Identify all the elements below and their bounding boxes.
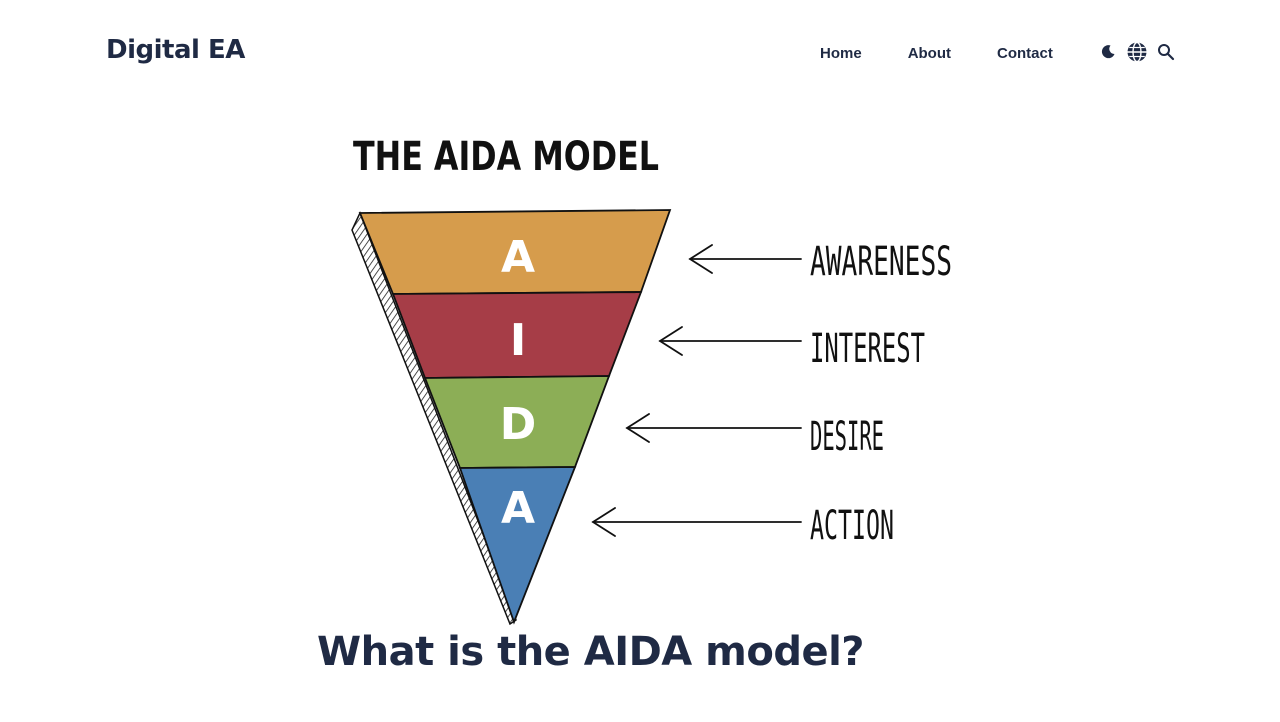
aida-funnel-diagram: THE AIDA MODEL A I D A [351,134,952,626]
funnel-letter-a-awareness: A [501,232,535,283]
theme-toggle-button[interactable] [1096,40,1120,64]
main-nav: Home About Contact [808,42,1065,66]
stage-label-desire: DESIRE [810,414,884,460]
funnel-letter-d: D [500,399,537,450]
funnel-letter-a-action: A [501,483,535,534]
search-icon [1158,44,1175,61]
aida-illustration: THE AIDA MODEL A I D A [330,112,990,632]
nav-contact-link[interactable]: Contact [997,45,1053,62]
nav-about-link[interactable]: About [907,45,952,62]
search-button[interactable] [1154,40,1178,64]
arrow-awareness [688,244,802,274]
site-logo[interactable]: Digital EA [106,35,245,65]
article-title: What is the AIDA model? [317,629,865,675]
stage-label-awareness: AWARENESS [810,239,952,285]
stage-label-interest: INTEREST [810,326,925,372]
arrow-interest [658,326,802,356]
funnel-letter-i: I [510,315,526,366]
site-header: Digital EA Home About Contact [0,0,1280,104]
language-button[interactable] [1125,40,1149,64]
arrow-action [591,507,802,537]
funnel-side-shadow [351,211,517,626]
aida-model-title: THE AIDA MODEL [353,134,659,180]
globe-icon [1127,41,1147,63]
stage-label-action: ACTION [810,503,894,549]
nav-home-link[interactable]: Home [820,45,862,62]
funnel-band-action [458,466,577,625]
moon-icon [1101,45,1115,59]
header-tools [1096,40,1183,64]
arrow-desire [625,413,802,443]
